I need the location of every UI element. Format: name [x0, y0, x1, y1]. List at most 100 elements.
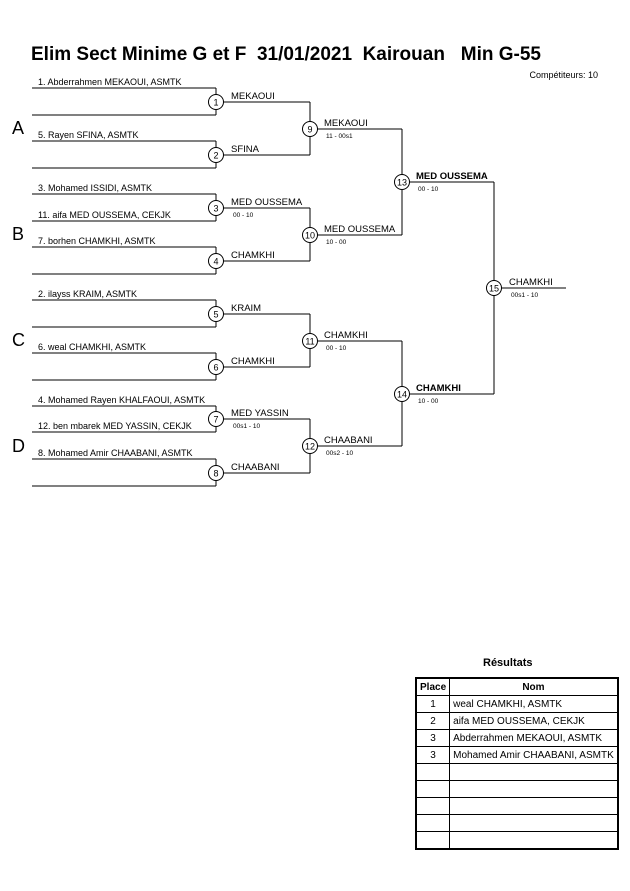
match-winner: CHAMKHI: [509, 277, 553, 288]
entry-name: 2. ilayss KRAIM, ASMTK: [38, 289, 137, 299]
table-row: [415, 797, 619, 815]
match-number: 8: [213, 469, 218, 479]
bracket-diagram: 1. Abderrahmen MEKAOUI, ASMTK 5. Rayen SF…: [12, 77, 566, 487]
entry-name: 6. weal CHAMKHI, ASMTK: [38, 342, 146, 352]
result-name: [449, 797, 619, 815]
match-winner: MED OUSSEMA: [416, 171, 488, 182]
result-name: [449, 763, 619, 781]
match-number: 11: [305, 337, 314, 347]
result-name: [449, 831, 619, 850]
match-number: 9: [307, 125, 312, 135]
match-winner: CHAMKHI: [231, 250, 275, 261]
match-winner: CHAABANI: [231, 462, 280, 473]
competitors-count: Compétiteurs: 10: [529, 70, 598, 80]
match-winner: CHAMKHI: [324, 330, 368, 341]
table-row: [415, 763, 619, 781]
match-number-circle: [208, 200, 224, 216]
match-number: 10: [305, 231, 315, 241]
result-place: 2: [415, 712, 451, 730]
match-number: 5: [213, 310, 218, 320]
match-number-circle: [208, 411, 224, 427]
match-score: 00 - 10: [418, 186, 439, 193]
match-winner: MEKAOUI: [231, 91, 275, 102]
entry-name: 5. Rayen SFINA, ASMTK: [38, 130, 139, 140]
match-number: 12: [305, 442, 315, 452]
match-score: 00s1 - 10: [233, 423, 260, 430]
match-winner: MED OUSSEMA: [324, 224, 396, 235]
match-winner: MED YASSIN: [231, 408, 289, 419]
match-number-circle: [394, 386, 410, 402]
match-number-circle: [208, 94, 224, 110]
match-number-circle: [302, 333, 318, 349]
match-score: 00s1 - 10: [511, 292, 538, 299]
match-number: 1: [213, 98, 218, 108]
pool-letter: D: [12, 436, 25, 456]
match-winner: MED OUSSEMA: [231, 197, 303, 208]
match-number: 13: [397, 178, 407, 188]
match-winner: MEKAOUI: [324, 118, 368, 129]
pool-letter: A: [12, 118, 24, 138]
result-name: weal CHAMKHI, ASMTK: [449, 695, 619, 713]
result-place: [415, 831, 451, 850]
match-number: 14: [397, 390, 407, 400]
result-name: Mohamed Amir CHAABANI, ASMTK: [449, 746, 619, 764]
result-name: Abderrahmen MEKAOUI, ASMTK: [449, 729, 619, 747]
pool-letter: C: [12, 330, 25, 350]
match-number: 7: [213, 415, 218, 425]
entry-name: 11. aifa MED OUSSEMA, CEKJK: [38, 210, 171, 220]
entry-name: 8. Mohamed Amir CHAABANI, ASMTK: [38, 448, 193, 458]
match-winner: KRAIM: [231, 303, 261, 314]
result-name: aifa MED OUSSEMA, CEKJK: [449, 712, 619, 730]
match-score: 10 - 00: [418, 398, 439, 405]
match-number-circle: [208, 306, 224, 322]
results-header-name: Nom: [449, 677, 619, 696]
entry-name: 1. Abderrahmen MEKAOUI, ASMTK: [38, 77, 182, 87]
result-place: [415, 797, 451, 815]
results-header-row: Place Nom: [415, 677, 619, 696]
result-place: 3: [415, 746, 451, 764]
result-place: 3: [415, 729, 451, 747]
table-row: [415, 780, 619, 798]
table-row: [415, 814, 619, 832]
result-name: [449, 780, 619, 798]
match-number: 6: [213, 363, 218, 373]
match-score: 00s2 - 10: [326, 450, 353, 457]
match-number-circle: [208, 359, 224, 375]
match-winner: SFINA: [231, 144, 260, 155]
match-score: 11 - 00s1: [326, 133, 353, 140]
result-place: [415, 814, 451, 832]
page-title: Elim Sect Minime G et F 31/01/2021 Kairo…: [31, 44, 542, 65]
match-score: 00 - 10: [233, 212, 254, 219]
entry-name: 3. Mohamed ISSIDI, ASMTK: [38, 183, 152, 193]
match-number-circle: [208, 253, 224, 269]
match-number-circle: [486, 280, 502, 296]
match-winner: CHAMKHI: [231, 356, 275, 367]
results-title: Résultats: [483, 657, 533, 669]
match-number-circle: [302, 438, 318, 454]
entry-name: 7. borhen CHAMKHI, ASMTK: [38, 236, 156, 246]
match-number-circle: [302, 227, 318, 243]
result-name: [449, 814, 619, 832]
results-header-place: Place: [415, 677, 451, 696]
match-score: 10 - 00: [326, 239, 347, 246]
pool-letter: B: [12, 224, 24, 244]
match-number: 2: [213, 151, 218, 161]
table-row: [415, 831, 619, 850]
match-number-circle: [394, 174, 410, 190]
match-number-circle: [302, 121, 318, 137]
match-number: 3: [213, 204, 218, 214]
match-number-circle: [208, 465, 224, 481]
match-number: 15: [489, 284, 499, 294]
result-place: [415, 780, 451, 798]
result-place: 1: [415, 695, 451, 713]
result-place: [415, 763, 451, 781]
match-number: 4: [213, 257, 218, 267]
entry-name: 12. ben mbarek MED YASSIN, CEKJK: [38, 421, 192, 431]
entry-name: 4. Mohamed Rayen KHALFAOUI, ASMTK: [38, 395, 205, 405]
match-score: 00 - 10: [326, 345, 347, 352]
